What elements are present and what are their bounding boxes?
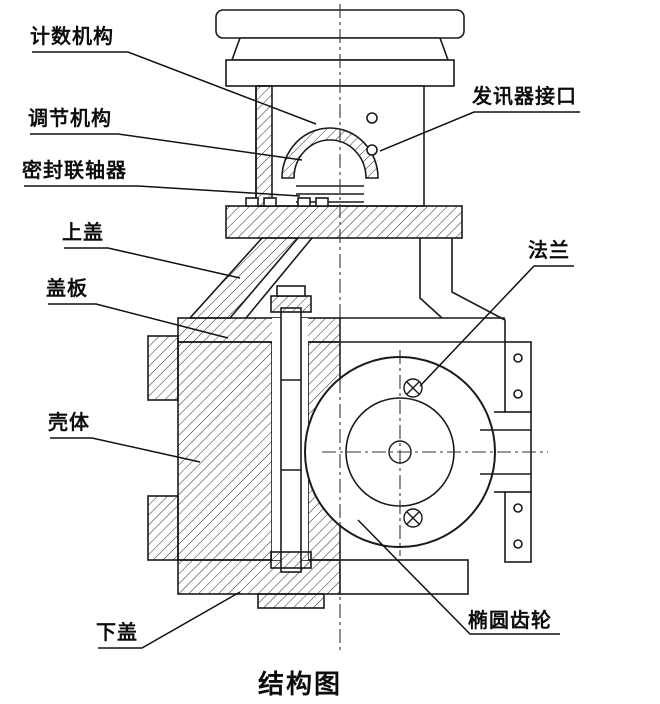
right-flange-upper — [504, 341, 532, 413]
flange-bolt-symbols — [403, 378, 423, 528]
leader-oval-gear — [357, 519, 560, 635]
label-adjusting-mechanism: 调节机构 — [28, 108, 112, 130]
left-flange-upper — [147, 335, 179, 401]
cover-plate-section — [177, 317, 341, 343]
body-foot-right — [339, 559, 469, 595]
label-housing: 壳体 — [48, 412, 90, 434]
transmitter-port-hole-lower — [366, 144, 378, 156]
leader-adjusting-mechanism — [30, 133, 303, 161]
diagram-caption: 结构图 — [257, 669, 342, 699]
middle-flange — [225, 197, 463, 239]
label-sealed-coupling: 密封联轴器 — [22, 160, 127, 182]
right-flange-lower — [504, 491, 532, 563]
housing-wall-section — [177, 341, 273, 561]
pipe-flange-right — [480, 341, 532, 563]
leader-cover-plate — [48, 303, 229, 339]
label-lower-cover: 下盖 — [96, 622, 138, 644]
leader-counter-mechanism — [32, 51, 317, 125]
leader-upper-cover — [64, 247, 241, 279]
left-flange-lower — [147, 495, 179, 561]
label-oval-gear: 椭圆齿轮 — [468, 610, 552, 632]
leader-transmitter-interface — [379, 111, 580, 152]
transmitter-port-hole-upper — [366, 112, 378, 124]
upper-cover-slope — [188, 237, 506, 343]
leader-sealed-coupling — [24, 185, 301, 197]
leader-lines — [24, 51, 580, 649]
central-shaft — [270, 285, 312, 573]
leader-housing — [50, 437, 201, 463]
lower-cover-section — [177, 559, 341, 595]
label-cover-plate: 盖板 — [46, 278, 88, 300]
label-flange: 法兰 — [528, 240, 570, 262]
label-counter-mechanism: 计数机构 — [30, 26, 114, 48]
label-transmitter-interface: 发讯器接口 — [472, 86, 577, 108]
label-upper-cover: 上盖 — [62, 222, 104, 244]
centerlines — [322, 4, 548, 650]
leader-flange — [419, 265, 574, 387]
leader-lower-cover — [98, 591, 241, 649]
